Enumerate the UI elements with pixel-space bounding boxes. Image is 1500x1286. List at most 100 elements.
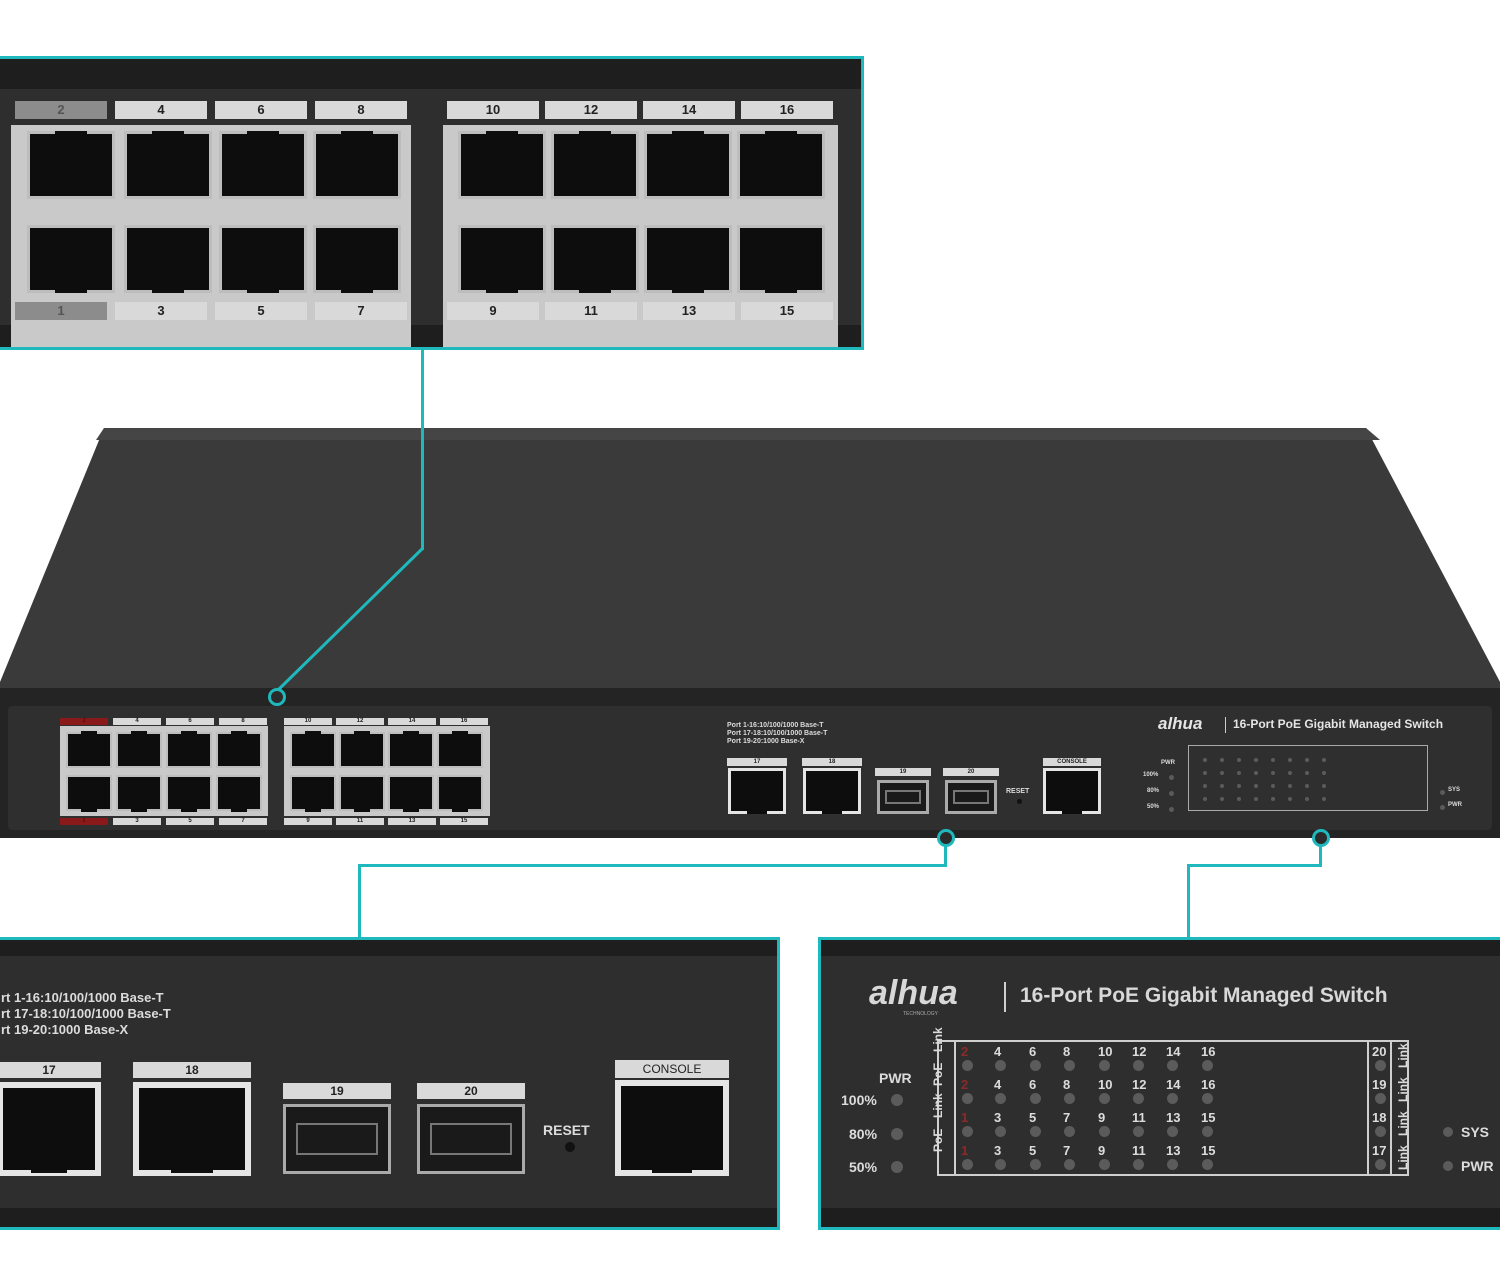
zoom-rj45-port-8 <box>313 131 401 199</box>
connector-line-1b <box>274 546 425 694</box>
led-model-name: 16-Port PoE Gigabit Managed Switch <box>1020 984 1388 1007</box>
front-rj45-port-9 <box>290 775 336 812</box>
front-uplink-label-18: 18 <box>802 758 862 766</box>
led-chassis-edge <box>821 940 1500 956</box>
front-reset-label: RESET <box>1006 788 1030 795</box>
led-grid-indicator <box>1030 1093 1041 1104</box>
zoom-port-label-bottom-7: 13 <box>643 302 735 320</box>
led-grid-port-number: 15 <box>1201 1143 1216 1158</box>
led-grid-indicator <box>1064 1060 1075 1071</box>
uplink-port-info-2: rt 17-18:10/100/1000 Base-T <box>1 1006 171 1021</box>
led-grid-indicator <box>1099 1159 1110 1170</box>
led-grid-port-number: 2 <box>961 1077 969 1092</box>
led-sys-indicator <box>1443 1127 1453 1137</box>
zoom-rj45-port-10 <box>458 131 546 199</box>
front-label-bottom-15: 15 <box>440 818 488 825</box>
front-label-bottom-7: 7 <box>219 818 267 825</box>
led-chassis-edge-bottom <box>821 1208 1500 1227</box>
uplink-label-17: 17 <box>0 1062 101 1078</box>
led-grid-port-number: 14 <box>1166 1077 1181 1092</box>
zoom-port-label-bottom-1: 1 <box>15 302 107 320</box>
chassis-edge <box>0 59 861 89</box>
led-grid-left-divider <box>954 1040 956 1176</box>
front-grid-led <box>1203 784 1207 788</box>
front-label-top-10: 10 <box>284 718 332 725</box>
led-grid-indicator <box>1202 1159 1213 1170</box>
led-grid-indicator <box>1202 1126 1213 1137</box>
led-grid-indicator <box>1167 1060 1178 1071</box>
front-uplink-label-19: 19 <box>875 768 931 776</box>
front-pwr-label: PWR <box>1161 760 1175 766</box>
led-right-indicator-18 <box>1375 1126 1386 1137</box>
front-sys-label: SYS <box>1448 787 1461 793</box>
zoom-rj45-port-4 <box>124 131 212 199</box>
front-grid-led <box>1271 758 1275 762</box>
uplink-label-20: 20 <box>417 1083 525 1099</box>
front-port-info-1: Port 1-16:10/100/1000 Base-T <box>727 722 824 729</box>
front-grid-led <box>1237 797 1241 801</box>
front-model-name: 16-Port PoE Gigabit Managed Switch <box>1233 717 1444 731</box>
front-status-led <box>1169 775 1174 780</box>
connector-line-3a <box>1319 845 1322 867</box>
front-label-bottom-3: 3 <box>113 818 161 825</box>
front-rj45-port-4 <box>116 731 162 768</box>
led-grid-frame <box>937 1040 1409 1176</box>
led-grid-indicator <box>1099 1060 1110 1071</box>
led-grid-indicator <box>1202 1093 1213 1104</box>
zoom-rj45-port-6 <box>219 131 307 199</box>
front-grid-led <box>1305 771 1309 775</box>
front-rj45-port-5 <box>166 775 212 812</box>
front-grid-led <box>1288 758 1292 762</box>
led-grid-indicator <box>995 1159 1006 1170</box>
connector-line-2b <box>358 864 947 867</box>
front-sfp-port-20 <box>945 780 997 814</box>
front-grid-led <box>1220 771 1224 775</box>
led-grid-port-number: 16 <box>1201 1077 1216 1092</box>
led-grid-port-number: 9 <box>1098 1143 1106 1158</box>
front-label-bottom-5: 5 <box>166 818 214 825</box>
front-rj45-port-16 <box>437 731 483 768</box>
front-uplink-label-17: 17 <box>727 758 787 766</box>
front-grid-led <box>1271 771 1275 775</box>
zoom-port-label-bottom-3: 5 <box>215 302 307 320</box>
connector-dot-ports <box>268 688 286 706</box>
front-rj45-port-10 <box>290 731 336 768</box>
led-grid-port-number: 5 <box>1029 1143 1037 1158</box>
front-grid-led <box>1254 758 1258 762</box>
uplink-reset-pinhole <box>565 1142 575 1152</box>
front-console-label: CONSOLE <box>1043 758 1101 766</box>
led-brand-divider <box>1004 982 1006 1012</box>
front-status-led <box>1169 807 1174 812</box>
zoom-port-label-top-8: 16 <box>741 101 833 119</box>
front-rj45-port-15 <box>437 775 483 812</box>
led-grid-indicator <box>962 1093 973 1104</box>
front-grid-led <box>1237 758 1241 762</box>
front-rj45-port-14 <box>388 731 434 768</box>
led-grid-indicator <box>995 1126 1006 1137</box>
led-grid-port-number: 16 <box>1201 1044 1216 1059</box>
front-led-frame <box>1188 745 1428 811</box>
zoom-port-label-top-3: 6 <box>215 101 307 119</box>
front-grid-led <box>1322 797 1326 801</box>
front-grid-led <box>1237 771 1241 775</box>
switch-top-surface <box>0 428 1500 692</box>
led-grid-port-number: 11 <box>1132 1143 1146 1158</box>
led-pwr-label: PWR <box>879 1070 912 1086</box>
led-right-port-18: 18 <box>1372 1110 1387 1125</box>
led-grid-indicator <box>1133 1093 1144 1104</box>
led-right-port-20: 20 <box>1372 1044 1387 1059</box>
zoom-port-label-bottom-8: 15 <box>741 302 833 320</box>
led-pct-100: 100% <box>841 1092 877 1108</box>
front-status-led <box>1440 805 1445 810</box>
zoom-port-label-bottom-5: 9 <box>447 302 539 320</box>
zoom-rj45-port-2 <box>27 131 115 199</box>
front-label-top-12: 12 <box>336 718 384 725</box>
zoom-rj45-port-3 <box>124 225 212 293</box>
front-pct-100: 100% <box>1143 772 1159 778</box>
led-grid-indicator <box>962 1060 973 1071</box>
led-grid-port-number: 4 <box>994 1077 1002 1092</box>
led-grid-indicator <box>1064 1093 1075 1104</box>
led-indicator-50 <box>891 1161 903 1173</box>
uplink-rj45-port-18 <box>133 1082 251 1176</box>
